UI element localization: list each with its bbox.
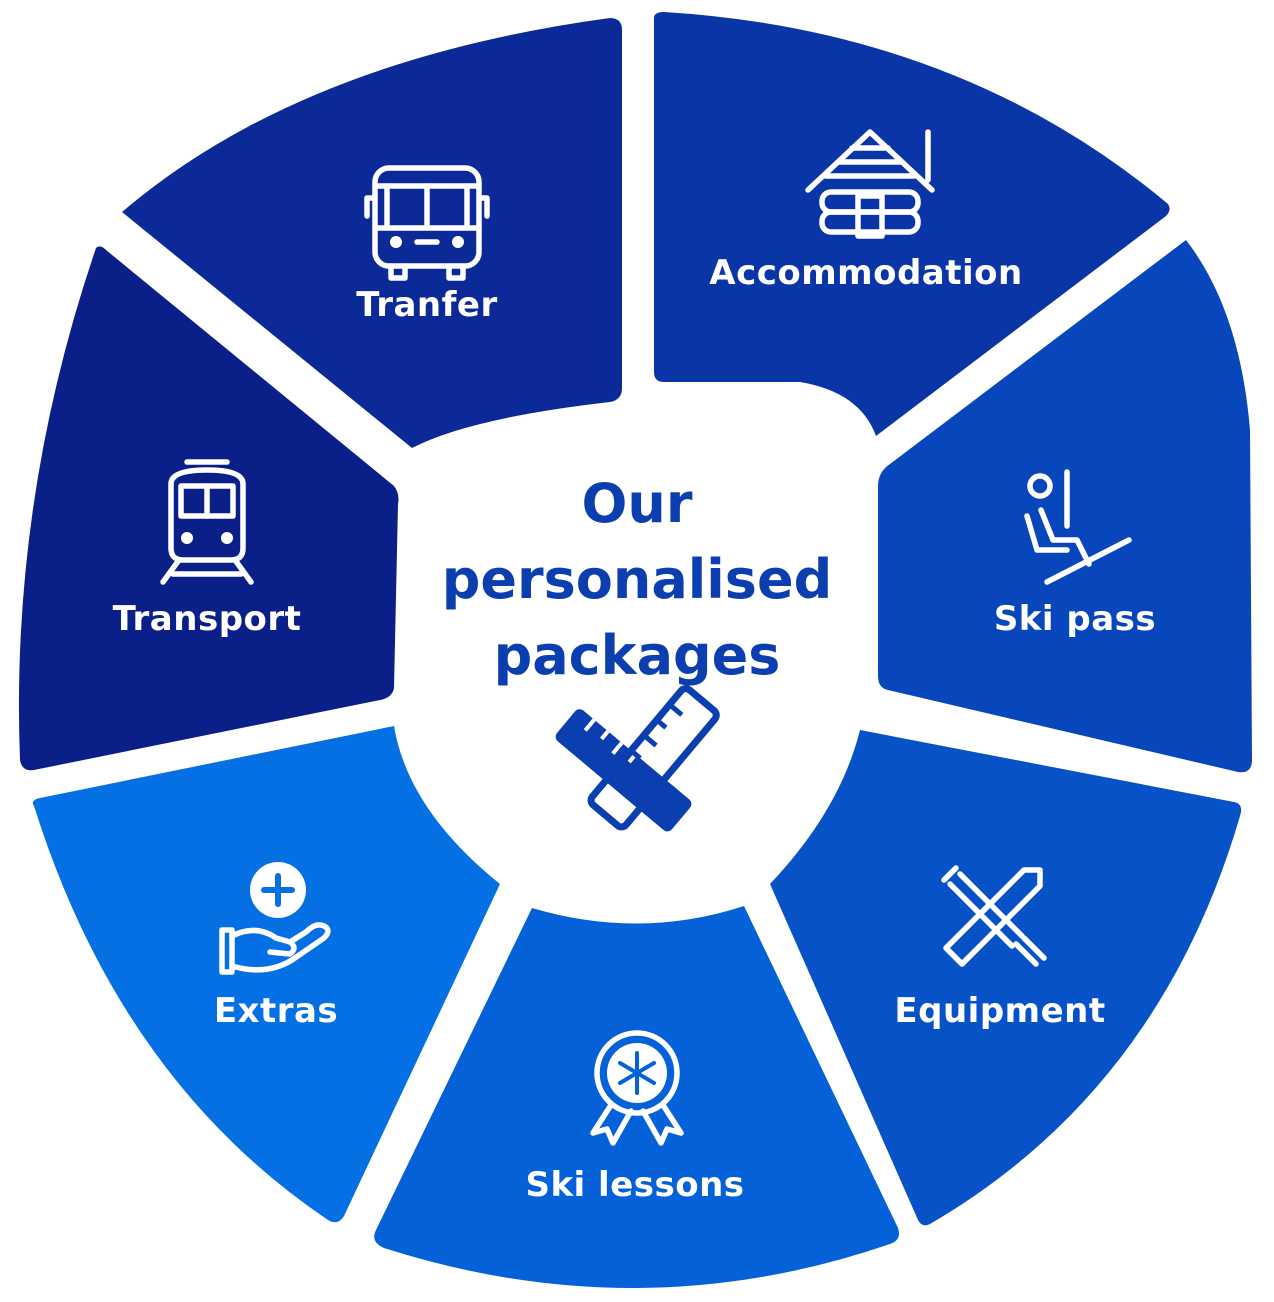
center-title-line-2: personalised (442, 548, 832, 611)
segment-label-ski-pass: Ski pass (994, 599, 1156, 639)
segment-transfer (122, 18, 622, 448)
snowflake-badge-icon (590, 1030, 684, 1146)
crossed-rulers-icon (555, 685, 720, 832)
segment-label-transfer: Tranfer (356, 285, 498, 325)
segment-label-extras: Extras (214, 991, 338, 1031)
train-icon (160, 459, 254, 585)
segment-label-accommodation: Accommodation (709, 253, 1022, 293)
hand-plus-icon (219, 862, 331, 975)
cabin-icon (805, 129, 935, 239)
center-title-line-1: Our (582, 472, 693, 535)
skis-icon (941, 865, 1047, 967)
center-title-line-3: packages (494, 624, 781, 687)
chairlift-icon (1024, 469, 1132, 585)
segment-accommodation (654, 12, 1170, 436)
segment-label-equipment: Equipment (894, 991, 1105, 1031)
segment-equipment (770, 730, 1242, 1226)
bus-icon (364, 165, 490, 281)
segment-label-transport: Transport (113, 599, 302, 639)
segment-extras (32, 726, 500, 1223)
segment-label-ski-lessons: Ski lessons (525, 1165, 744, 1205)
